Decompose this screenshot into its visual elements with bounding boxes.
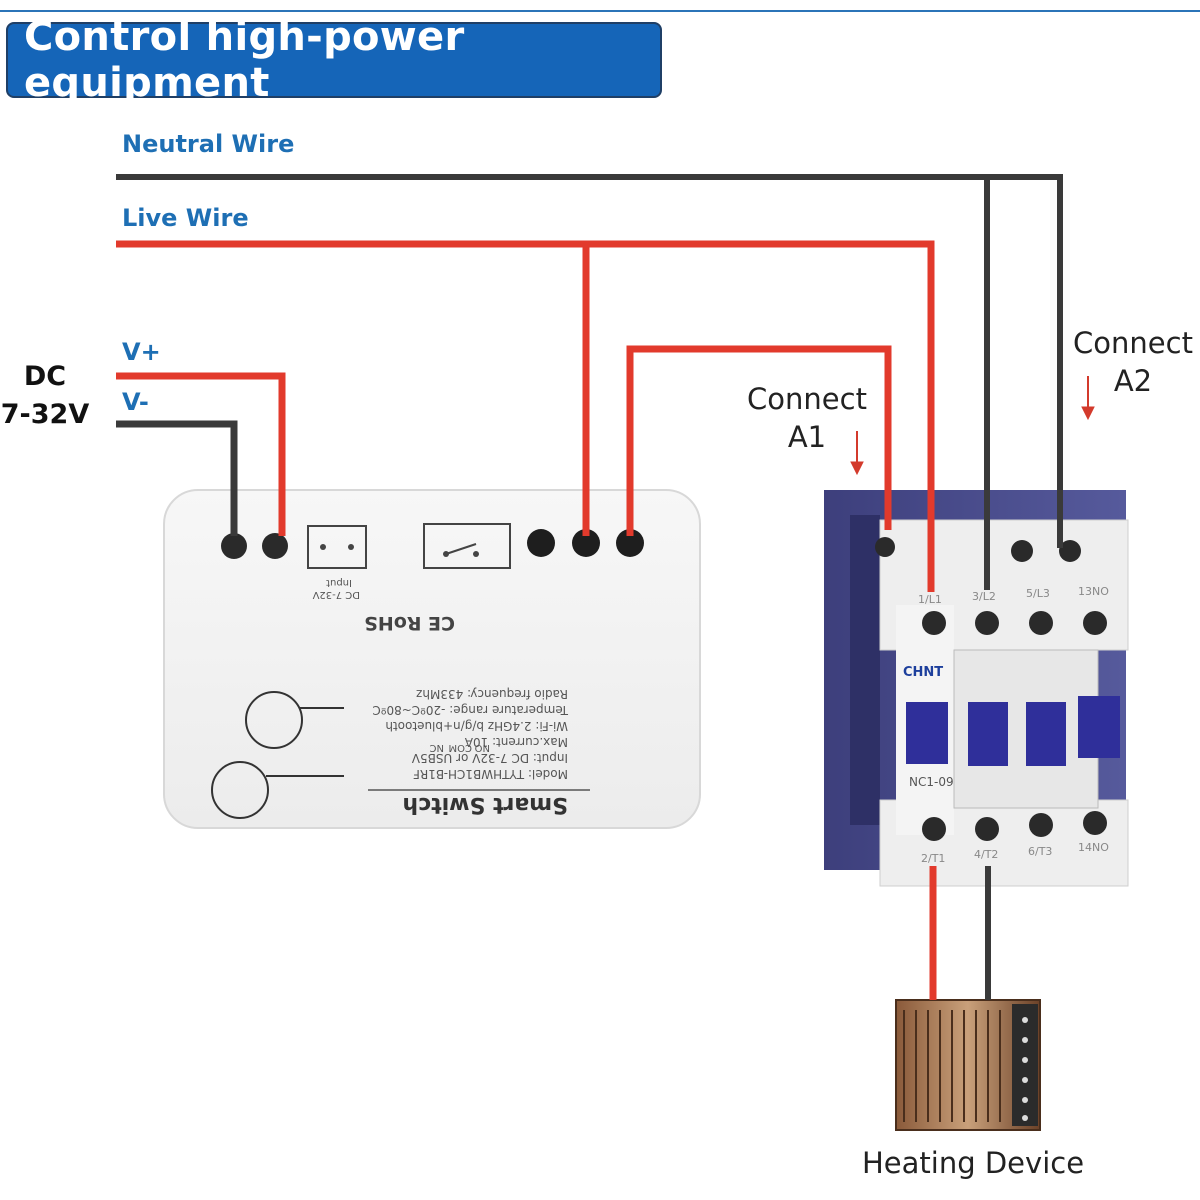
svg-text:14NO: 14NO bbox=[1078, 841, 1109, 854]
connect-a1-label: Connect A1 bbox=[740, 380, 874, 456]
vminus-label: V- bbox=[122, 388, 149, 416]
terminal-screw bbox=[221, 533, 247, 559]
page-title: Control high-power equipment bbox=[24, 14, 465, 106]
neutral-wire-label: Neutral Wire bbox=[122, 130, 295, 158]
vminus-wire bbox=[116, 420, 238, 536]
svg-text:13NO: 13NO bbox=[1078, 585, 1109, 598]
live-wire-label: Live Wire bbox=[122, 204, 249, 232]
a1-wire bbox=[626, 345, 892, 536]
current-text: Max.current: 10A bbox=[464, 735, 568, 749]
smart-switch-body bbox=[163, 489, 701, 829]
relay-com-text: COM bbox=[449, 742, 472, 753]
top-screws bbox=[875, 537, 1107, 635]
connect-a2-line2: A2 bbox=[1113, 364, 1153, 398]
svg-text:4/T2: 4/T2 bbox=[974, 848, 998, 861]
dc-terminals bbox=[221, 529, 644, 559]
connect-a1-line2: A1 bbox=[787, 420, 827, 454]
heating-device bbox=[895, 999, 1041, 1131]
bottom-screws bbox=[922, 811, 1107, 841]
top-rule bbox=[0, 10, 1200, 12]
connect-a1-line1: Connect bbox=[747, 382, 867, 416]
connect-a2-line1: Connect bbox=[1073, 326, 1193, 360]
dc-voltage-label: DC 7-32V bbox=[0, 358, 90, 434]
model-text: Model: TYTHWB1CH-B1RF bbox=[413, 767, 568, 781]
dc-label-line1: DC bbox=[23, 361, 67, 392]
terminal-screw bbox=[572, 529, 600, 557]
connect-a2-label: Connect A2 bbox=[1066, 324, 1200, 400]
terminal-labels: 1/L1 3/L2 5/L3 13NO 2/T1 4/T2 6/T3 14NO bbox=[918, 585, 1109, 865]
mounting-holes bbox=[211, 691, 344, 819]
brand-text: CHNT bbox=[903, 665, 943, 680]
terminal-screw bbox=[262, 533, 288, 559]
smart-switch-name: Smart Switch bbox=[402, 792, 568, 817]
connect-arrows bbox=[850, 376, 1095, 476]
neutral-wire bbox=[116, 174, 1063, 548]
wifi-text: Wi-Fi: 2.4GHz b/g/n+bluetooth bbox=[385, 719, 568, 733]
svg-text:1/L1: 1/L1 bbox=[918, 593, 942, 606]
title-banner: Control high-power equipment bbox=[6, 14, 662, 106]
input-spec-text: Input: DC 7-32V or USB5V bbox=[411, 751, 568, 765]
radio-text: Radio frequency: 433Mhz bbox=[416, 687, 568, 701]
svg-text:5/L3: 5/L3 bbox=[1026, 587, 1050, 600]
smart-switch: NO COM NC Input DC 7-32V CE RoHS Smart S… bbox=[163, 489, 701, 829]
terminal-screw bbox=[616, 529, 644, 557]
dc-label-line2: 7-32V bbox=[0, 399, 90, 430]
contactor: CHNT NC1-0910 1/L1 3/L2 5/L3 1 bbox=[824, 490, 1129, 887]
live-wire bbox=[116, 240, 935, 592]
wires bbox=[116, 174, 1063, 1000]
input-connector bbox=[307, 525, 367, 569]
temp-text: Temperature range: -20ºC~80ºC bbox=[372, 703, 569, 717]
input-range-text: DC 7-32V bbox=[312, 589, 360, 600]
relay-nc-text: NC bbox=[430, 742, 444, 753]
input-text: Input bbox=[326, 577, 352, 588]
relay-no-text: NO bbox=[475, 742, 490, 753]
relay-connector bbox=[423, 523, 511, 569]
heating-device-label: Heating Device bbox=[862, 1146, 1085, 1180]
svg-text:6/T3: 6/T3 bbox=[1028, 845, 1052, 858]
certs-text: CE RoHS bbox=[364, 612, 455, 634]
vplus-label: V+ bbox=[122, 338, 161, 366]
svg-text:2/T1: 2/T1 bbox=[921, 852, 945, 865]
vplus-wire bbox=[116, 372, 286, 536]
svg-text:3/L2: 3/L2 bbox=[972, 590, 996, 603]
terminal-screw bbox=[527, 529, 555, 557]
